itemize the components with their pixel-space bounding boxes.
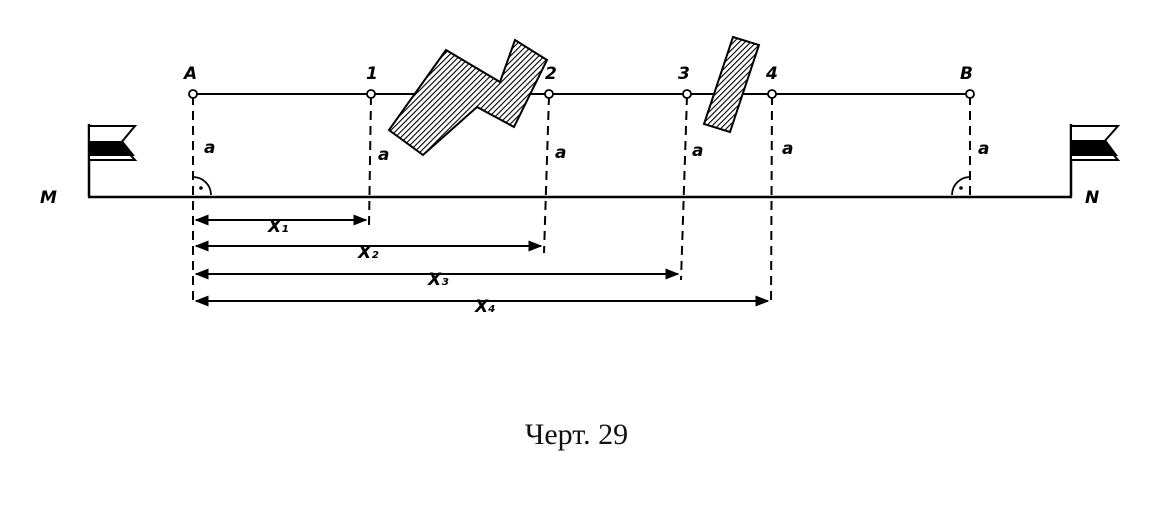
offset-1 — [368, 95, 372, 227]
point-4 — [767, 89, 777, 99]
right-angle-icon — [951, 176, 971, 196]
point-b — [965, 89, 975, 99]
figure-caption: Черт. 29 — [524, 418, 629, 451]
right-angle-icon — [192, 176, 212, 196]
label-offset-a: a — [978, 139, 989, 159]
label-x2: X₂ — [357, 243, 379, 263]
label-offset-a: a — [692, 141, 703, 161]
obstacle-hatched — [387, 38, 549, 157]
point-a — [188, 89, 198, 99]
offset-2 — [543, 95, 550, 254]
label-x4: X₄ — [474, 297, 496, 317]
label-point-a: A — [182, 64, 197, 84]
label-offset-a: a — [782, 139, 793, 159]
label-m: M — [40, 188, 57, 208]
label-x3: X₃ — [427, 270, 449, 290]
flag-icon — [1069, 124, 1121, 197]
point-2 — [544, 89, 554, 99]
obstacle-hatched — [702, 35, 761, 134]
point-1 — [366, 89, 376, 99]
label-offset-a: a — [204, 138, 215, 158]
label-point-b: B — [960, 64, 973, 84]
flag-icon — [87, 124, 138, 197]
label-point-3: 3 — [678, 64, 690, 84]
offset-4 — [770, 95, 773, 307]
label-point-1: 1 — [366, 64, 378, 84]
label-offset-a: a — [555, 143, 566, 163]
label-n: N — [1085, 188, 1099, 208]
label-point-4: 4 — [765, 64, 778, 84]
offset-3 — [680, 95, 688, 281]
point-3 — [682, 89, 692, 99]
label-x1: X₁ — [267, 217, 289, 237]
label-point-2: 2 — [545, 64, 557, 84]
label-offset-a: a — [378, 145, 389, 165]
